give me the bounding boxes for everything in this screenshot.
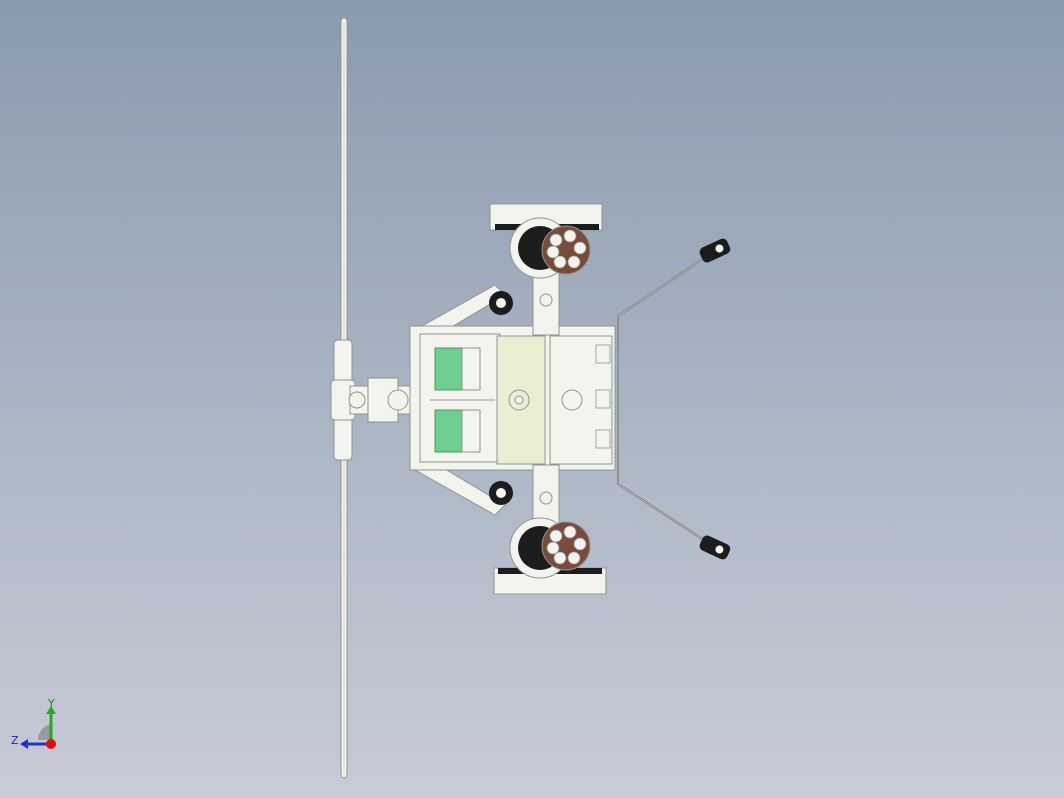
axis-z-label: Z <box>11 734 19 747</box>
top-wheel[interactable] <box>489 203 603 279</box>
coordinate-triad: Y Z <box>8 698 68 758</box>
triad-axes-icon <box>20 706 56 749</box>
green-battery-packs[interactable] <box>430 347 495 453</box>
tail-skid-wire[interactable] <box>617 253 711 545</box>
front-motor-hub[interactable] <box>348 377 411 423</box>
propeller[interactable] <box>330 17 356 779</box>
axis-y-label: Y <box>48 697 55 710</box>
bottom-wheel[interactable] <box>493 517 607 595</box>
skid-end-pads[interactable] <box>698 237 732 561</box>
